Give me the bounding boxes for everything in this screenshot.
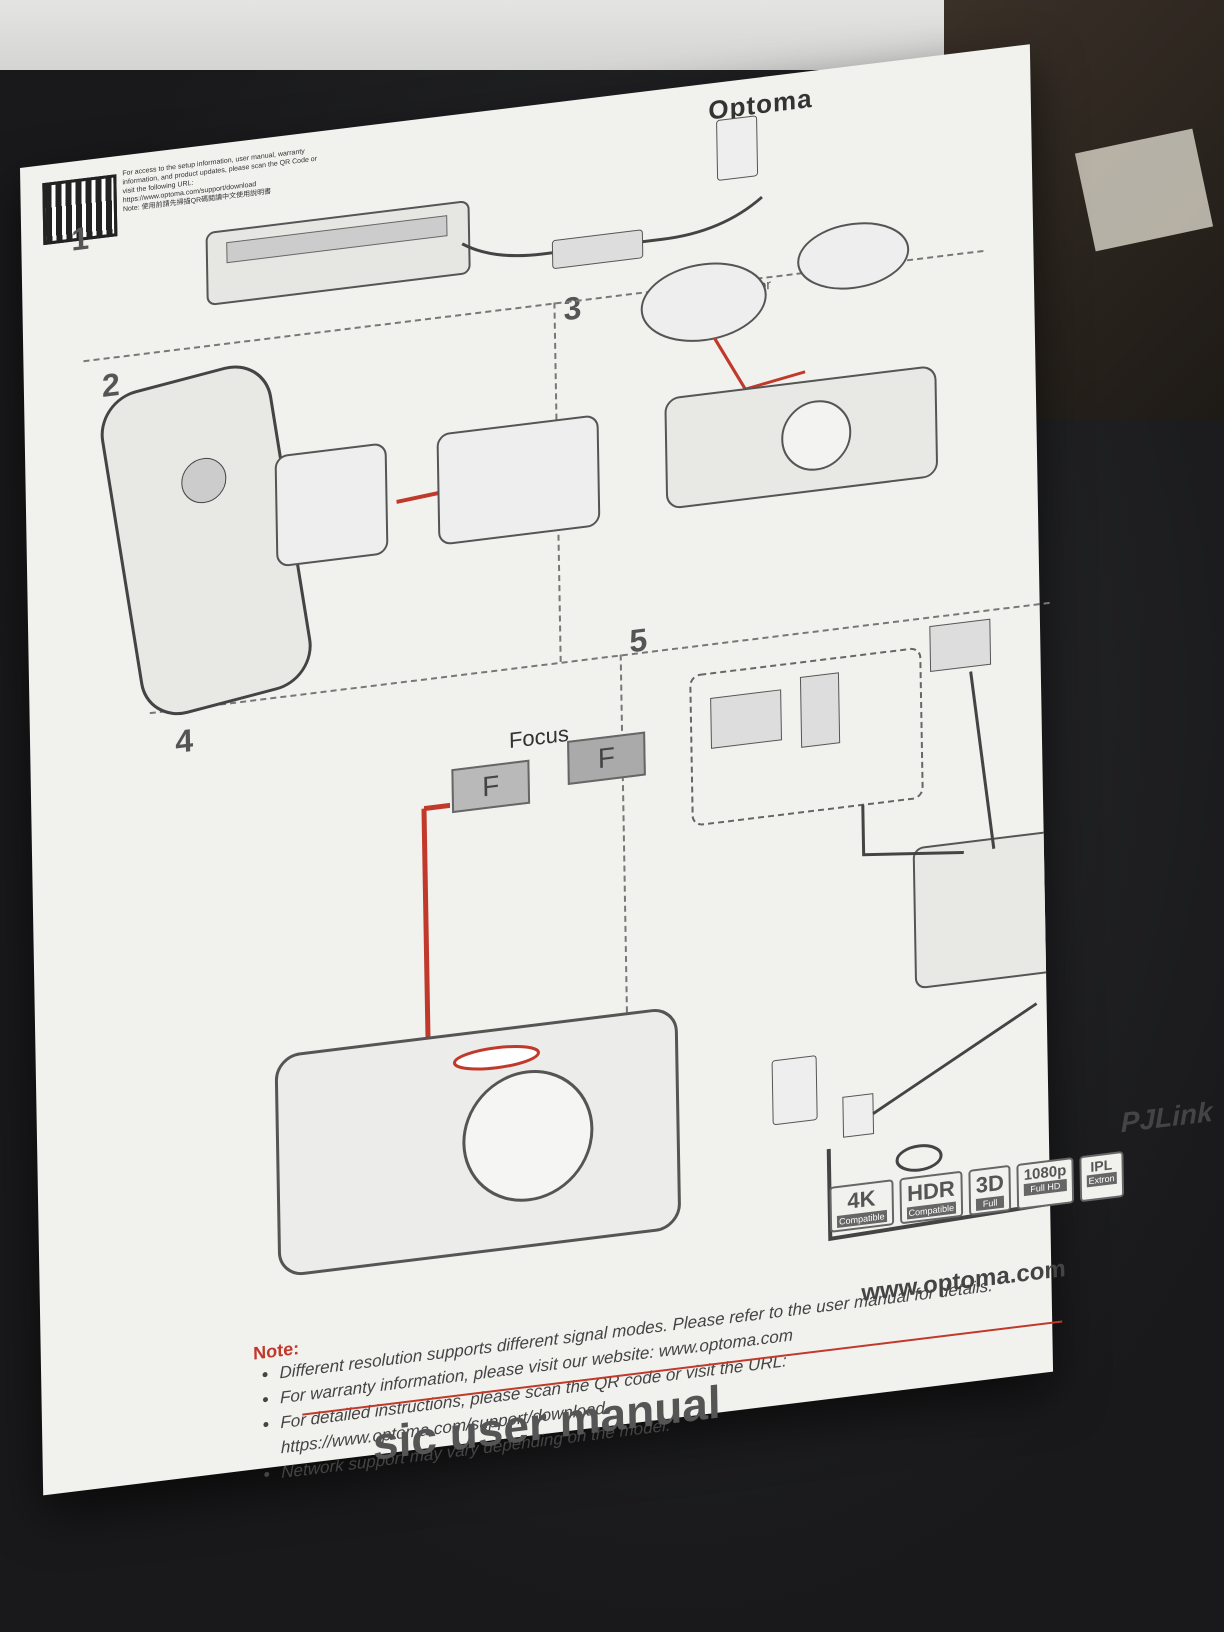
source-devices-group: [689, 647, 924, 826]
power-cord: [826, 1148, 1054, 1242]
pc-laptop-icon: [929, 618, 992, 673]
projector-lens: [462, 1070, 594, 1202]
wall-outlet-icon-2: [771, 1055, 818, 1126]
shelf-object: [1074, 128, 1214, 252]
illustrations: [100, 115, 1054, 1276]
quick-start-sheet: For access to the setup information, use…: [20, 44, 1213, 1496]
focus-ring: [452, 1045, 540, 1071]
focus-arrow-vertical: [421, 808, 432, 1069]
power-cable: [461, 195, 763, 258]
hdmi-cable: [861, 804, 964, 857]
battery-panel: [274, 443, 389, 567]
badge-title: 3D: [975, 1169, 1005, 1199]
battery-insert-illustration: [436, 415, 601, 545]
battery-arrow: [396, 490, 442, 504]
console-icon: [799, 672, 841, 748]
vga-cable: [969, 671, 996, 850]
power-button-closeup: [640, 262, 767, 342]
remote-power-closeup: [797, 222, 910, 290]
laptop-icon: [710, 689, 783, 749]
remote-dpad: [181, 457, 227, 504]
projector-rear-connections: [912, 811, 1054, 989]
3d-glasses-icon: [895, 1144, 943, 1172]
focus-arrow-horizontal: [423, 802, 451, 812]
lan-cable: [872, 1002, 1038, 1115]
lan-port-icon: [842, 1093, 875, 1138]
power-adapter: [551, 229, 644, 269]
wall-outlet-icon: [716, 115, 759, 181]
